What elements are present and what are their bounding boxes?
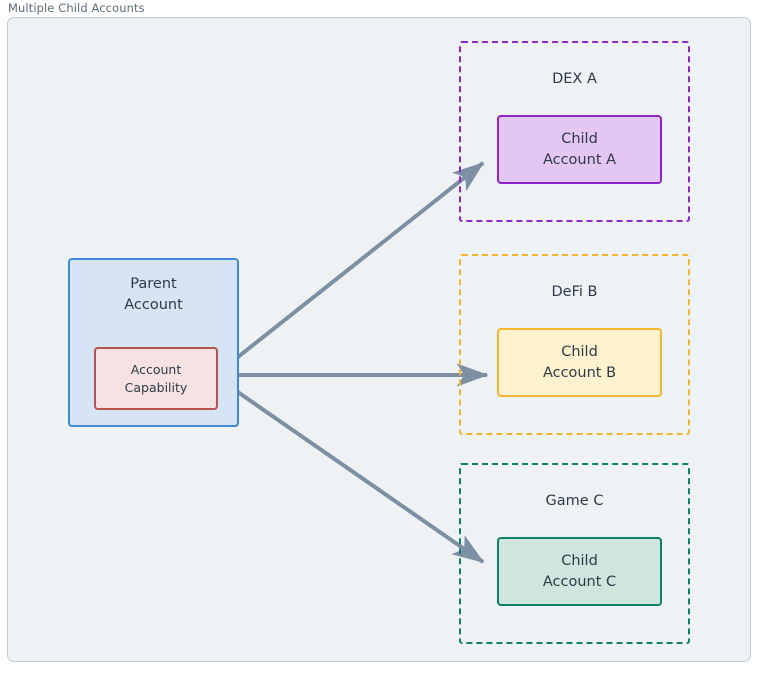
child-account-a-label-line1: Child xyxy=(561,130,598,147)
group-defi-b-label: DeFi B xyxy=(551,284,598,300)
child-account-c-node[interactable]: Child Account C xyxy=(497,537,662,606)
child-account-a-label-line2: Account A xyxy=(542,151,617,168)
account-capability-label-line2: Capability xyxy=(124,379,188,395)
child-account-c-label-line1: Child xyxy=(561,552,598,569)
group-game-c[interactable]: Game C Child Account C xyxy=(459,463,690,644)
group-game-c-label: Game C xyxy=(545,493,604,509)
diagram-title: Multiple Child Accounts xyxy=(8,1,145,15)
child-account-a-node[interactable]: Child Account A xyxy=(497,115,662,184)
account-capability-label-line1: Account xyxy=(130,361,182,377)
account-capability-node[interactable]: Account Capability xyxy=(94,347,218,410)
child-account-b-label-line1: Child xyxy=(561,343,598,360)
child-account-b-label-line2: Account B xyxy=(542,364,617,381)
group-defi-b[interactable]: DeFi B Child Account B xyxy=(459,254,690,435)
child-account-b-node[interactable]: Child Account B xyxy=(497,328,662,397)
parent-account-label-line2: Account xyxy=(124,297,183,313)
group-dex-a[interactable]: DEX A Child Account A xyxy=(459,41,690,222)
parent-account-label-line1: Parent xyxy=(130,276,177,292)
child-account-c-label-line2: Account C xyxy=(542,573,617,590)
group-dex-a-label: DEX A xyxy=(552,71,597,87)
parent-account-node[interactable]: Parent Account Account Capability xyxy=(68,258,239,427)
